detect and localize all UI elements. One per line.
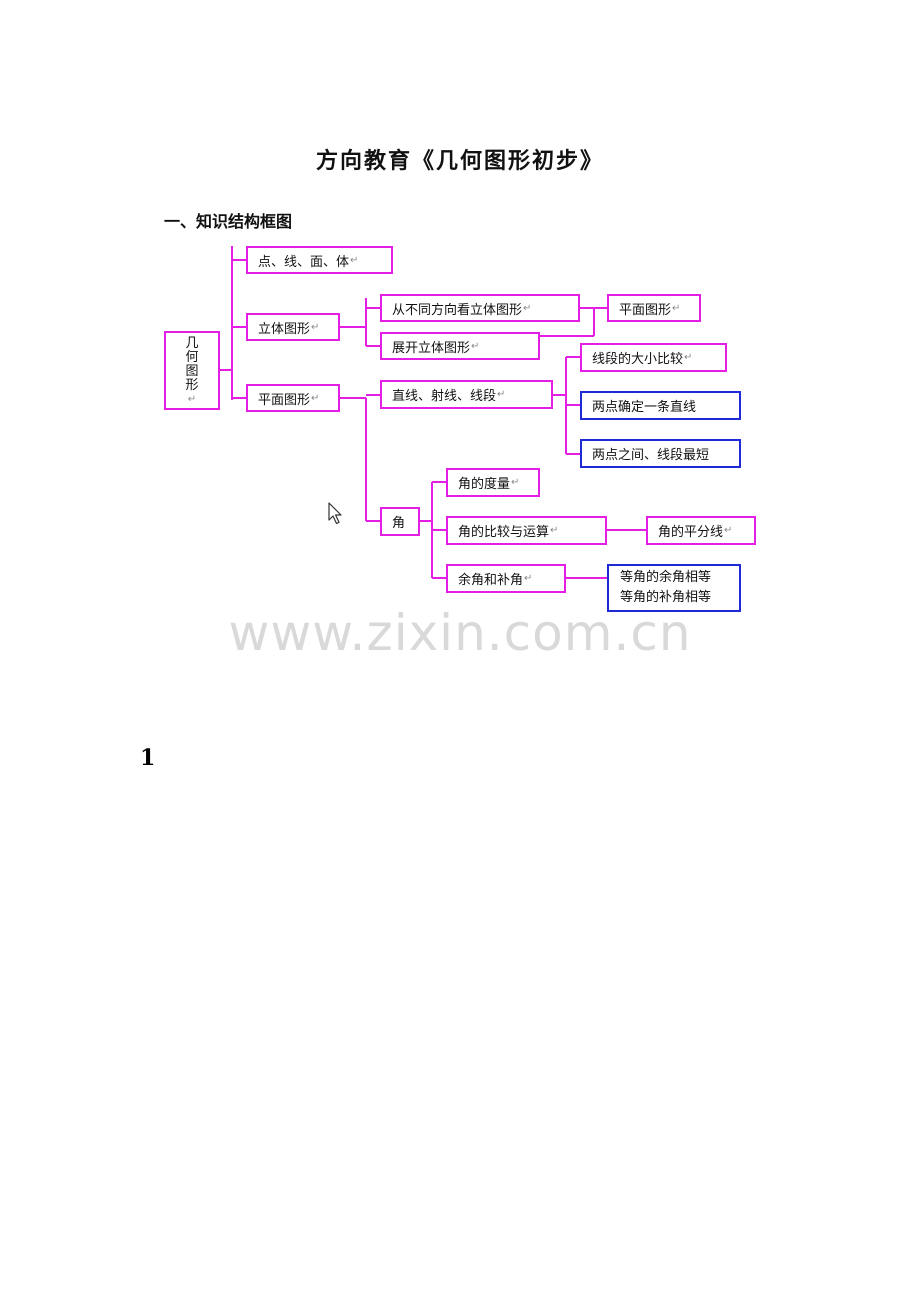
box-label: 立体图形 xyxy=(258,321,311,337)
box-label: 角的度量 xyxy=(458,477,511,492)
box-solid-figures: 立体图形↵ xyxy=(246,313,340,341)
box-segment-comparison: 线段的大小比较↵ xyxy=(580,343,727,372)
root-char-2: 何 xyxy=(185,350,199,365)
box-label: 线段的大小比较 xyxy=(592,352,684,367)
page-number: 1 xyxy=(140,745,156,771)
box-label: 角的平分线 xyxy=(658,525,724,540)
box-lines-rays-segments: 直线、射线、线段↵ xyxy=(380,380,553,409)
document-title: 方向教育《几何图形初步》 xyxy=(315,148,604,174)
section-heading: 一、知识结构框图 xyxy=(164,212,293,231)
return-mark-icon: ↵ xyxy=(550,525,559,536)
return-mark-icon: ↵ xyxy=(187,394,197,405)
box-label: 展开立体图形 xyxy=(392,340,471,356)
box-label-complement: 等角的余角相等 xyxy=(620,570,712,585)
root-box-geometric-figures: 几 何 图 形 ↵ xyxy=(164,331,220,410)
box-equal-angle-rules: 等角的余角相等 等角的补角相等 xyxy=(607,564,741,612)
box-angle-measurement: 角的度量↵ xyxy=(446,468,540,497)
box-unfold-solid-figures: 展开立体图形↵ xyxy=(380,332,540,360)
box-label: 平面图形 xyxy=(258,392,311,408)
box-angle-comparison-operations: 角的比较与运算↵ xyxy=(446,516,607,545)
return-mark-icon: ↵ xyxy=(497,389,506,400)
box-label: 点、线、面、体 xyxy=(258,254,350,270)
box-plane-figures: 平面图形↵ xyxy=(246,384,340,412)
box-label: 角的比较与运算 xyxy=(458,525,550,540)
box-label: 余角和补角 xyxy=(458,573,524,588)
box-label: 从不同方向看立体图形 xyxy=(392,302,523,318)
box-label: 平面图形 xyxy=(619,302,672,318)
return-mark-icon: ↵ xyxy=(471,340,480,352)
return-mark-icon: ↵ xyxy=(684,352,693,363)
box-label: 两点确定一条直线 xyxy=(592,400,697,415)
return-mark-icon: ↵ xyxy=(523,302,532,314)
box-view-solid-from-directions: 从不同方向看立体图形↵ xyxy=(380,294,580,322)
box-complementary-supplementary-angles: 余角和补角↵ xyxy=(446,564,566,593)
root-char-1: 几 xyxy=(185,336,199,351)
box-label-supplement: 等角的补角相等 xyxy=(620,590,712,605)
box-shortest-segment: 两点之间、线段最短 xyxy=(580,439,741,468)
box-label: 两点之间、线段最短 xyxy=(592,448,710,463)
root-char-3: 图 xyxy=(185,364,199,379)
box-label: 直线、射线、线段 xyxy=(392,389,497,404)
return-mark-icon: ↵ xyxy=(311,321,320,333)
return-mark-icon: ↵ xyxy=(524,573,533,584)
box-label: 角 xyxy=(392,516,406,531)
box-angle-bisector: 角的平分线↵ xyxy=(646,516,756,545)
watermark: www.zixin.com.cn xyxy=(228,604,692,662)
root-char-4: 形 xyxy=(185,378,199,393)
return-mark-icon: ↵ xyxy=(724,525,733,536)
return-mark-icon: ↵ xyxy=(672,302,681,314)
return-mark-icon: ↵ xyxy=(511,477,520,488)
return-mark-icon: ↵ xyxy=(350,254,359,266)
return-mark-icon: ↵ xyxy=(311,392,320,404)
box-points-lines-planes-solids: 点、线、面、体↵ xyxy=(246,246,393,274)
box-plane-figure-result: 平面图形↵ xyxy=(607,294,701,322)
mouse-pointer-icon xyxy=(328,502,342,525)
box-two-points-determine-line: 两点确定一条直线 xyxy=(580,391,741,420)
box-angle: 角 xyxy=(380,507,420,536)
